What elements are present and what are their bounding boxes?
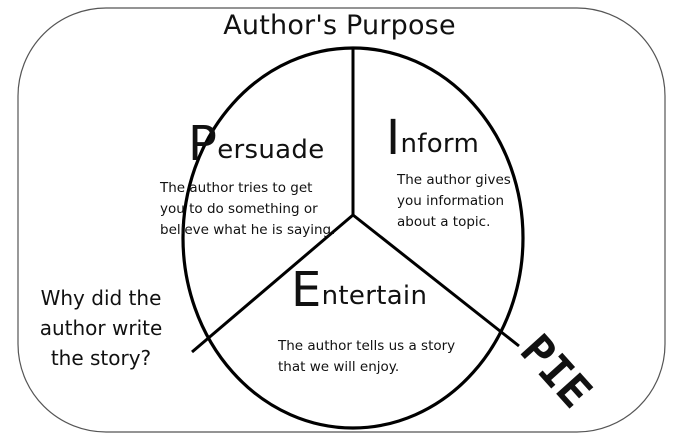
question-line: Why did the (40, 286, 162, 310)
page-title: Author's Purpose (223, 10, 456, 41)
question-line: the story? (50, 346, 152, 370)
heading-inform: Inform (386, 114, 479, 162)
heading-entertain-initial: E (291, 262, 322, 318)
description-line: The author tries to get (160, 180, 313, 196)
heading-persuade-initial: P (188, 116, 218, 172)
description-line: believe what he is saying. (160, 222, 336, 238)
description-line: about a topic. (397, 214, 491, 230)
question-line: author write (39, 316, 163, 340)
description-line: The author gives (397, 172, 511, 188)
divider-right (352, 213, 520, 348)
heading-inform-rest: nform (400, 129, 480, 159)
description-inform: The author gives you information about a… (397, 170, 511, 233)
description-line: that we will enjoy. (278, 359, 400, 375)
heading-inform-initial: I (386, 110, 401, 166)
heading-entertain-rest: ntertain (321, 281, 428, 311)
divider-left (191, 213, 354, 354)
heading-entertain: Entertain (291, 266, 427, 314)
description-entertain: The author tells us a story that we will… (278, 336, 455, 378)
question-text: Why did the author write the story? (36, 283, 166, 373)
description-line: you to do something or (160, 201, 318, 217)
description-line: you information (397, 193, 505, 209)
heading-persuade-rest: ersuade (217, 135, 325, 165)
description-line: The author tells us a story (278, 338, 456, 354)
description-persuade: The author tries to get you to do someth… (160, 178, 335, 241)
heading-persuade: Persuade (188, 120, 325, 168)
